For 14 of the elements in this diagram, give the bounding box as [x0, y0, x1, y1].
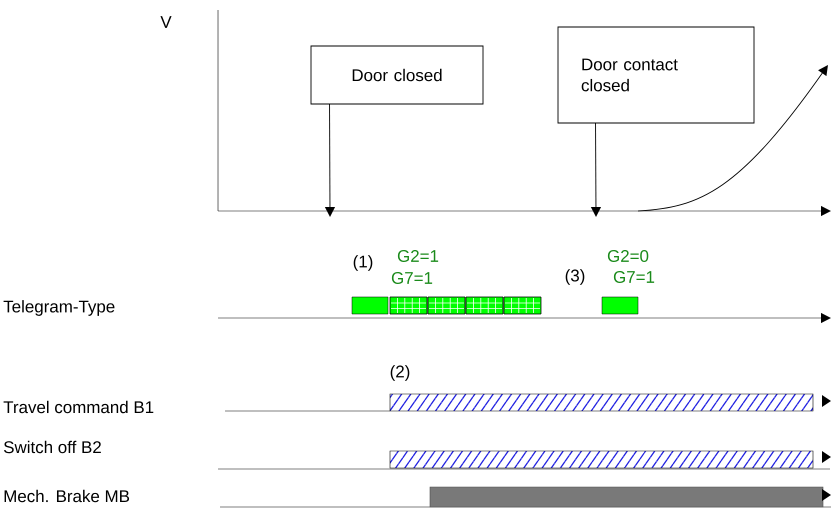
row-label: Switch off B2 — [4, 440, 101, 454]
marker-text: G2=1 — [398, 250, 438, 262]
marker-text: (3) — [566, 269, 584, 285]
marker-text: G7=1 — [392, 272, 432, 284]
marker-text: G7=1 — [614, 271, 654, 283]
row-label: Telegram-Type — [4, 300, 114, 316]
row-label: Travel command B1 — [4, 400, 154, 414]
marker-text: (1) — [354, 255, 372, 271]
label-box: Door contact closed — [558, 26, 754, 124]
marker-text: (2) — [390, 365, 410, 381]
row-label: Mech. Brake MB — [4, 490, 130, 502]
marker-text: G2=0 — [608, 250, 648, 262]
label-box: Door closed — [310, 46, 484, 104]
marker-text: V — [160, 16, 172, 28]
